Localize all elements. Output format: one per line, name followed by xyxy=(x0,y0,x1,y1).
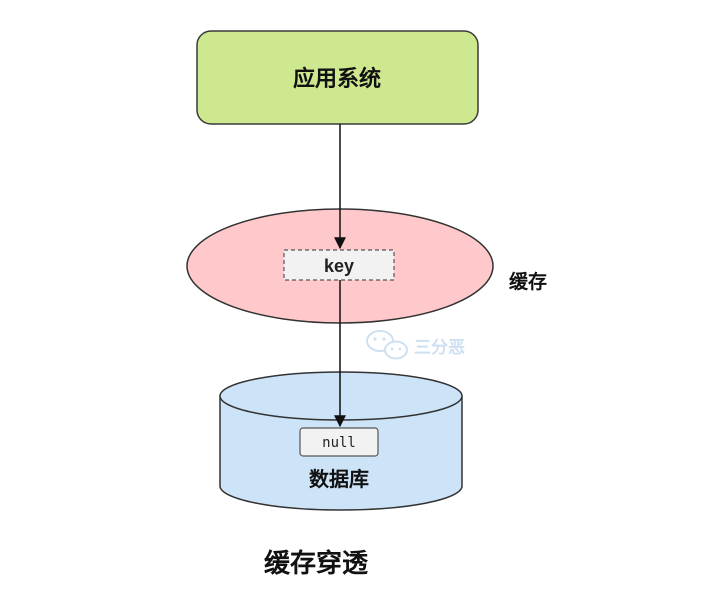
database-label: 数据库 xyxy=(309,467,369,491)
app-system-box xyxy=(196,30,479,125)
app-system-node: 应用系统 xyxy=(196,30,479,125)
null-label: null xyxy=(322,435,356,451)
cache-side-label: 缓存 xyxy=(509,270,547,293)
key-box xyxy=(283,249,395,281)
diagram-caption: 缓存穿透 xyxy=(264,548,369,579)
watermark: 三分恶 xyxy=(366,330,465,360)
null-box xyxy=(299,427,379,457)
app-system-label: 应用系统 xyxy=(293,66,381,92)
key-label: key xyxy=(324,256,354,276)
database-cylinder-top xyxy=(219,371,463,421)
database-node: null 数据库 xyxy=(219,371,463,511)
watermark-text: 三分恶 xyxy=(414,338,465,358)
wechat-icon xyxy=(366,330,408,360)
